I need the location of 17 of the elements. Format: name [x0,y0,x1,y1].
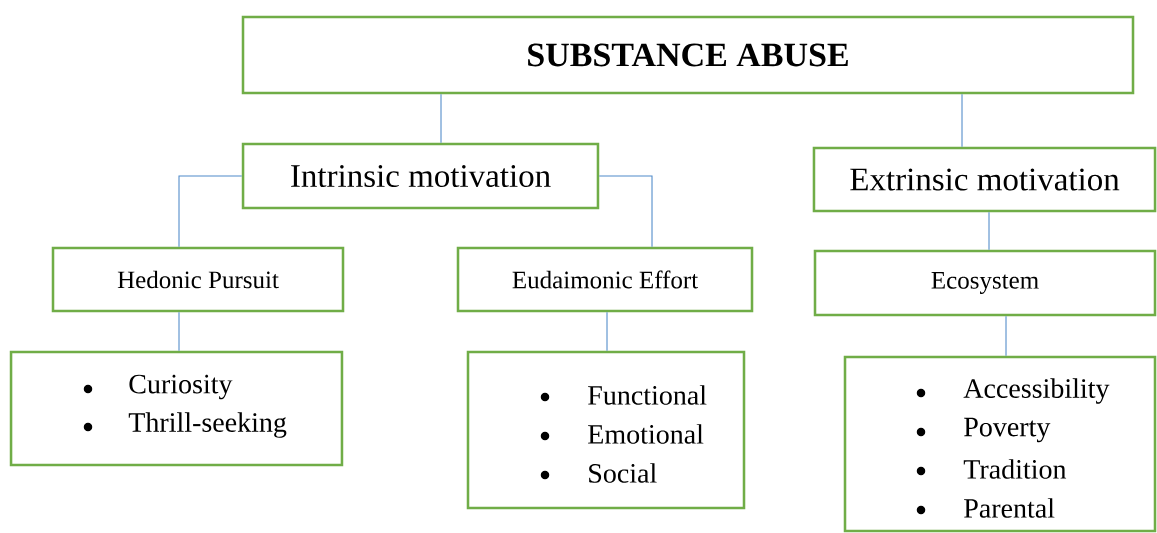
list-box: Curiosity Thrill-seeking [9,350,344,467]
list-box: Functional Emotional Social [466,350,746,510]
connector-line [178,175,243,248]
connector-line [606,311,608,352]
title-box: SUBSTANCE ABUSE [241,15,1135,95]
subcategory-box: Eudaimonic Effort [456,246,754,313]
connector-line [178,311,180,352]
subcategory-box: Ecosystem [813,249,1157,317]
connector-line [598,175,653,248]
subcategory-box: Hedonic Pursuit [51,246,345,313]
category-box: Intrinsic motivation [241,142,600,210]
category-box: Extrinsic motivation [812,146,1157,213]
list-box: Accessibility Poverty Tradition Parental [843,355,1157,533]
connector-line [988,211,990,251]
connector-line [961,93,963,148]
connector-line [1005,315,1007,357]
connector-line [440,93,442,144]
